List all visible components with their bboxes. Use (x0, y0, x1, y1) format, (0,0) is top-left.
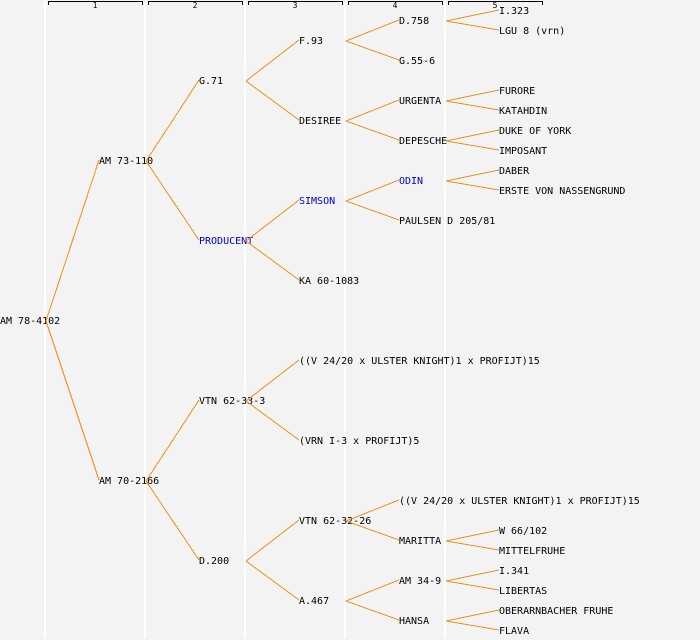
generation-bracket (148, 1, 243, 5)
pedigree-node[interactable]: URGENTA (399, 96, 442, 107)
pedigree-node[interactable]: I.323 (499, 6, 530, 17)
pedigree-node[interactable]: AM 34-9 (399, 576, 442, 587)
pedigree-node[interactable]: MARITTA (399, 536, 442, 547)
generation-bracket (448, 1, 543, 5)
pedigree-node[interactable]: PAULSEN D 205/81 (399, 216, 496, 227)
pedigree-node[interactable]: DEPESCHE (399, 136, 448, 147)
pedigree-node[interactable]: (VRN I-3 x PROFIJT)5 (299, 436, 420, 447)
generation-label: 2 (192, 1, 198, 10)
pedigree-node[interactable]: ERSTE VON NASSENGRUND (499, 186, 626, 197)
pedigree-node[interactable]: DUKE OF YORK (499, 126, 572, 137)
generation-label: 5 (492, 1, 498, 10)
pedigree-node[interactable]: G.55-6 (399, 56, 436, 67)
pedigree-node[interactable]: D.758 (399, 16, 430, 27)
pedigree-node[interactable]: LGU 8 (vrn) (499, 26, 566, 37)
pedigree-node[interactable]: VTN 62-32-26 (299, 516, 372, 527)
pedigree-node[interactable]: ((V 24/20 x ULSTER KNIGHT)1 x PROFIJT)15 (299, 356, 540, 367)
pedigree-node[interactable]: W 66/102 (499, 526, 548, 537)
generation-label: 3 (292, 1, 298, 10)
pedigree-node[interactable]: VTN 62-33-3 (199, 396, 266, 407)
pedigree-node[interactable]: LIBERTAS (499, 586, 548, 597)
pedigree-node[interactable]: FURORE (499, 86, 536, 97)
pedigree-node[interactable]: KATAHDIN (499, 106, 548, 117)
pedigree-node[interactable]: G.71 (199, 76, 224, 87)
pedigree-node[interactable]: DABER (499, 166, 530, 177)
pedigree-node[interactable]: D.200 (199, 556, 230, 567)
generation-label: 1 (92, 1, 98, 10)
pedigree-node[interactable]: A.467 (299, 596, 330, 607)
pedigree-node[interactable]: IMPOSANT (499, 146, 548, 157)
pedigree-node[interactable]: AM 78-4102 (0, 316, 61, 327)
pedigree-node[interactable]: HANSA (399, 616, 430, 627)
generation-bracket (248, 1, 343, 5)
generation-bracket (48, 1, 143, 5)
pedigree-node[interactable]: OBERARNBACHER FRUHE (499, 606, 614, 617)
pedigree-node[interactable]: KA 60-1083 (299, 276, 360, 287)
pedigree-node[interactable]: ((V 24/20 x ULSTER KNIGHT)1 x PROFIJT)15 (399, 496, 640, 507)
pedigree-node-highlighted[interactable]: ODIN (399, 176, 424, 187)
pedigree-node-highlighted[interactable]: SIMSON (299, 196, 336, 207)
pedigree-node[interactable]: FLAVA (499, 626, 530, 637)
generation-label: 4 (392, 1, 398, 10)
pedigree-node[interactable]: AM 73-110 (99, 156, 154, 167)
column-separator (244, 2, 246, 638)
generation-bracket (348, 1, 443, 5)
pedigree-node-highlighted[interactable]: PRODUCENT (199, 236, 254, 247)
pedigree-node[interactable]: F.93 (299, 36, 324, 47)
pedigree-node[interactable]: AM 70-2166 (99, 476, 160, 487)
column-separator (44, 2, 46, 638)
column-separator (344, 2, 346, 638)
column-separator (444, 2, 446, 638)
pedigree-node[interactable]: MITTELFRUHE (499, 546, 566, 557)
pedigree-node[interactable]: I.341 (499, 566, 530, 577)
pedigree-node[interactable]: DESIREE (299, 116, 342, 127)
column-separator (144, 2, 146, 638)
